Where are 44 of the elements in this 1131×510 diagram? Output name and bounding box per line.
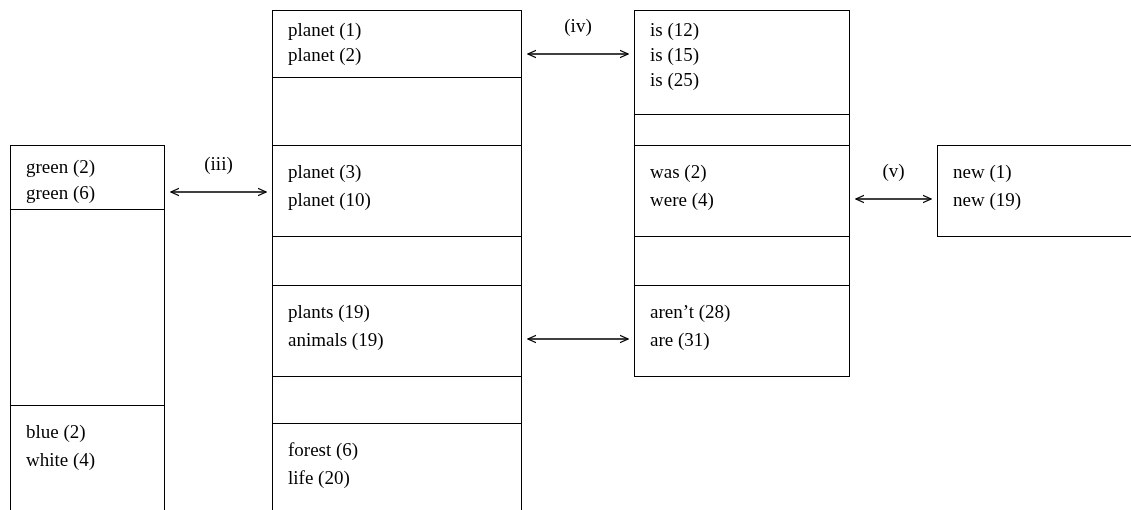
word-entry: planet (10) [288,189,371,211]
word-cell [10,145,165,210]
word-entry: life (20) [288,467,350,489]
word-entry: new (19) [953,189,1022,211]
word-entry: new (1) [953,161,1012,183]
word-cell [272,285,522,377]
word-cell [634,10,850,115]
edge-label: (v) [880,160,907,182]
double-arrow [527,49,629,59]
empty-cell [634,237,850,285]
empty-cell [272,237,522,285]
empty-cell [10,210,165,405]
word-entry: white (4) [26,449,96,471]
word-entry: were (4) [650,189,714,211]
word-cell [10,405,165,510]
edge-label: (iv) [562,15,594,37]
word-cell [272,423,522,510]
word-entry: is (25) [650,69,700,91]
word-entry: planet (3) [288,161,362,183]
double-arrow [855,194,932,204]
word-cell [272,10,522,78]
word-cell [937,145,1131,237]
word-entry: forest (6) [288,439,359,461]
word-entry: are (31) [650,329,710,351]
empty-cell [272,78,522,145]
word-entry: is (12) [650,19,700,41]
word-entry: is (15) [650,44,700,66]
edge-label: (iii) [202,153,235,175]
word-entry: aren’t (28) [650,301,731,323]
word-entry: blue (2) [26,421,86,443]
word-entry: was (2) [650,161,707,183]
word-entry: planet (1) [288,19,362,41]
word-entry: green (2) [26,156,96,178]
double-arrow [527,334,629,344]
empty-cell [272,377,522,423]
word-entry: green (6) [26,182,96,204]
word-cell [272,145,522,237]
word-entry: planet (2) [288,44,362,66]
double-arrow [170,187,267,197]
empty-cell [634,115,850,145]
word-entry: plants (19) [288,301,370,323]
word-cell [634,285,850,377]
word-cell [634,145,850,237]
word-entry: animals (19) [288,329,384,351]
